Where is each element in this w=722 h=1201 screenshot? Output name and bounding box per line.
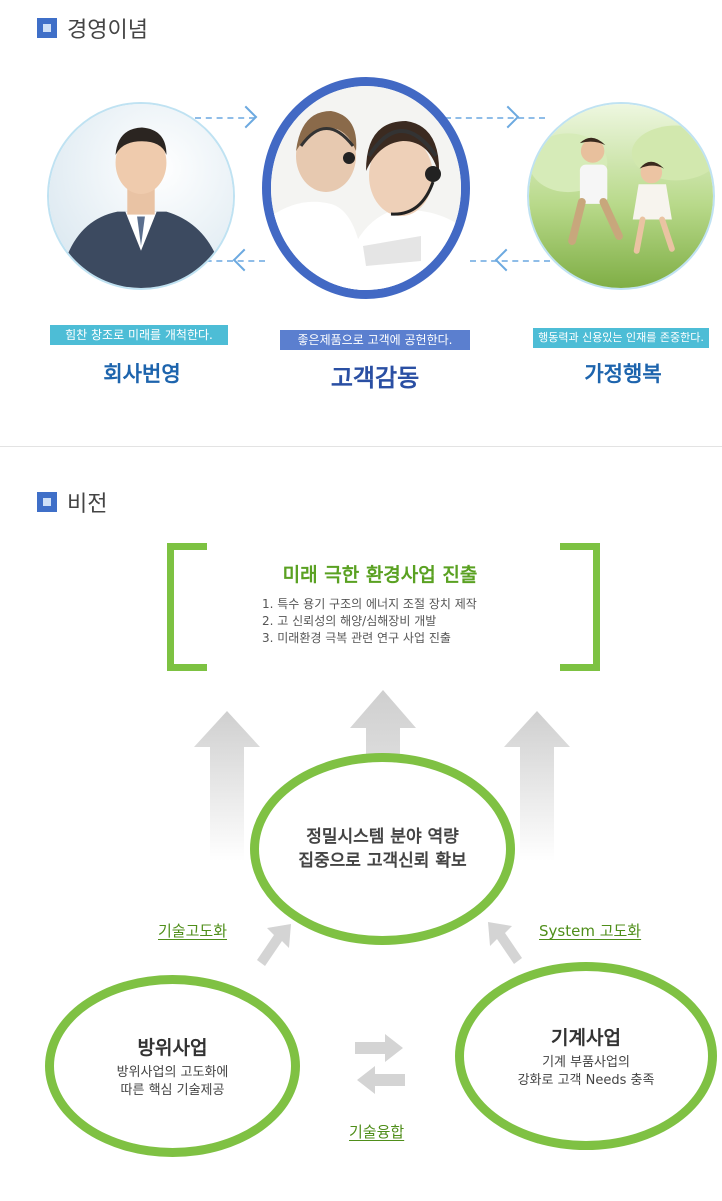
defense-line-2: 따른 핵심 기술제공 <box>120 1082 225 1098</box>
vision-list-item: 1. 특수 용기 구조의 에너지 조절 장치 제작 <box>262 597 477 611</box>
vision-list-item: 2. 고 신뢰성의 해양/심해장비 개발 <box>262 614 437 628</box>
tag-company: 힘찬 창조로 미래를 개척한다. <box>50 325 228 345</box>
square-bullet-icon <box>37 492 57 512</box>
arrow-left-icon <box>232 248 256 272</box>
section-divider <box>0 446 722 447</box>
section-title-text: 비전 <box>67 492 108 517</box>
section-title-philosophy: 경영이념 <box>37 12 148 44</box>
vision-title: 미래 극한 환경사업 진출 <box>282 564 478 586</box>
businessman-photo <box>47 102 235 290</box>
square-bullet-icon <box>37 18 57 38</box>
core-line-1: 정밀시스템 분야 역량 <box>306 827 459 847</box>
section-title-text: 경영이념 <box>67 18 148 43</box>
label-tech-advance: 기술고도화 <box>158 922 228 940</box>
name-family: 가정행복 <box>584 362 662 386</box>
dashed-line <box>445 117 545 119</box>
dashed-line <box>195 117 255 119</box>
dashed-line <box>195 260 265 262</box>
defense-business-circle: 방위사업 방위사업의 고도화에 따른 핵심 기술제공 <box>45 975 300 1157</box>
arrow-left-icon <box>494 248 518 272</box>
up-arrow-icon <box>350 690 416 770</box>
core-competency-circle: 정밀시스템 분야 역량 집중으로 고객신뢰 확보 <box>250 753 515 945</box>
diagonal-arrow-icon <box>488 922 522 964</box>
defense-line-1: 방위사업의 고도화에 <box>116 1064 229 1080</box>
left-bracket <box>167 543 207 671</box>
machine-business-circle: 기계사업 기계 부품사업의 강화로 고객 Needs 충족 <box>455 962 717 1150</box>
up-arrow-icon <box>504 711 570 861</box>
call-center-photo <box>262 77 470 299</box>
name-customer: 고객감동 <box>330 364 420 392</box>
label-tech-fusion: 기술융합 <box>349 1123 405 1141</box>
dashed-line <box>470 260 550 262</box>
section-title-vision: 비전 <box>37 486 107 518</box>
vision-list: 1. 특수 용기 구조의 에너지 조절 장치 제작 2. 고 신뢰성의 해양/심… <box>262 596 477 647</box>
label-system-advance: System 고도화 <box>539 922 642 940</box>
tag-customer: 좋은제품으로 고객에 공헌한다. <box>280 330 470 350</box>
right-bracket <box>560 543 600 671</box>
arrow-right-icon <box>496 105 520 129</box>
children-photo <box>527 102 715 290</box>
machine-line-1: 기계 부품사업의 <box>542 1054 630 1070</box>
machine-line-2: 강화로 고객 Needs 충족 <box>517 1072 655 1088</box>
machine-head: 기계사업 <box>551 1026 621 1049</box>
vision-list-item: 3. 미래환경 극복 관련 연구 사업 진출 <box>262 631 451 645</box>
defense-head: 방위사업 <box>137 1036 208 1059</box>
up-arrow-icon <box>194 711 260 861</box>
tag-family: 행동력과 신용있는 인재를 존중한다. <box>533 328 709 348</box>
exchange-arrows-icon <box>355 1034 405 1094</box>
arrow-right-icon <box>234 105 258 129</box>
name-company: 회사번영 <box>103 362 181 386</box>
diagonal-arrow-icon <box>257 924 291 966</box>
core-line-2: 집중으로 고객신뢰 확보 <box>298 851 467 871</box>
